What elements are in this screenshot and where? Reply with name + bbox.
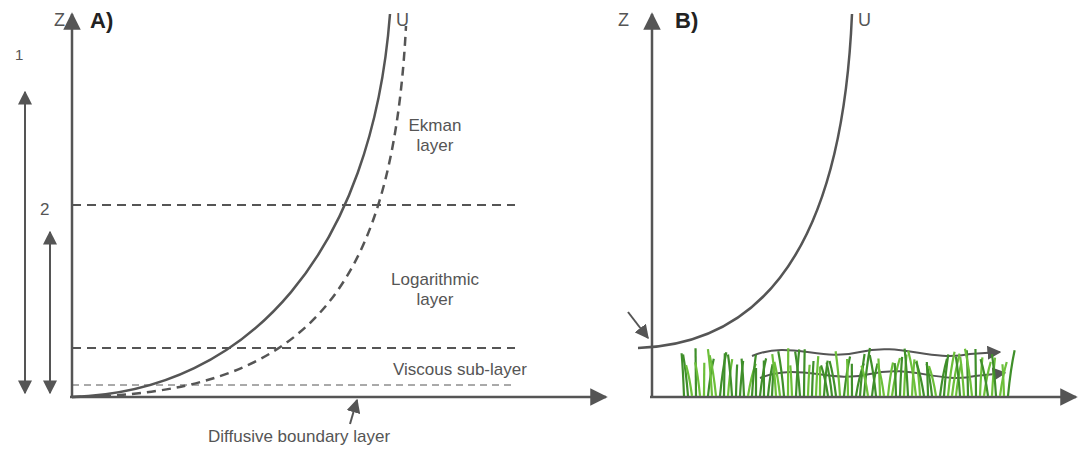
grass-blade <box>774 362 780 396</box>
grass-blade <box>683 354 688 396</box>
callout-number: 2 <box>40 200 60 220</box>
grass-blade <box>778 351 784 396</box>
thickness-arrow <box>49 232 51 393</box>
grass-blade <box>755 368 757 396</box>
grass-blade <box>703 363 705 396</box>
layer-boundary <box>72 204 515 206</box>
axis-label: U <box>396 10 416 32</box>
layer-label: Viscous sub-layer <box>393 360 543 380</box>
pointer-arrow <box>628 312 648 338</box>
grass-blade <box>1008 350 1015 396</box>
grass-blade <box>812 361 814 396</box>
grass-blade <box>870 355 876 396</box>
grass-blade <box>851 364 853 396</box>
thickness-arrow <box>24 92 26 393</box>
grass-blade <box>905 349 908 396</box>
grass-blade <box>760 358 766 396</box>
grass-blade <box>892 358 900 396</box>
axis-label: Z <box>54 10 74 32</box>
grass-blade <box>844 357 850 396</box>
grass-blade <box>929 366 936 396</box>
grass-blade <box>686 365 692 396</box>
grass-blade <box>695 362 700 396</box>
grass-blade <box>723 353 726 396</box>
leader-arrow <box>350 400 357 424</box>
grass-blade <box>846 359 849 396</box>
layer-label: Logarithmic layer <box>375 270 495 311</box>
velocity-profile-dashed <box>72 26 406 397</box>
layer-label: Diffusive boundary layer <box>208 427 428 447</box>
grass-blade <box>752 355 756 396</box>
grass-blade <box>790 365 792 396</box>
axis-label: U <box>858 10 878 32</box>
grass-blade <box>772 354 776 396</box>
z-axis <box>651 14 654 398</box>
grass-blade <box>992 354 996 396</box>
grass-blade <box>808 365 810 396</box>
grass-blade <box>908 351 916 396</box>
grass-blade <box>736 364 737 396</box>
grass-blade <box>878 365 884 396</box>
grass-blade <box>974 349 977 396</box>
grass-blade <box>1002 364 1004 396</box>
grass-blade <box>803 349 806 396</box>
grass-blade <box>787 348 789 396</box>
grass-blade <box>1000 362 1007 396</box>
grass-blade <box>796 349 799 396</box>
grass-blade <box>981 359 988 396</box>
u-axis <box>70 396 606 399</box>
layer-label: Ekman layer <box>395 116 475 157</box>
grass-blade <box>763 360 765 396</box>
grass-blade <box>861 366 868 396</box>
grass-blade <box>965 349 972 396</box>
layer-boundary <box>72 347 515 349</box>
panel-label: B) <box>675 8 715 34</box>
grass-blade <box>816 356 818 396</box>
grass-blade <box>819 366 821 396</box>
velocity-profile <box>638 14 852 348</box>
grass-blade <box>916 362 924 396</box>
grass-blade <box>878 358 880 396</box>
u-axis <box>650 396 1076 399</box>
grass-blade <box>895 363 896 396</box>
axis-label: Z <box>618 10 638 32</box>
grass-blade <box>795 352 800 396</box>
layer-boundary <box>72 385 515 386</box>
grass-blade <box>742 359 744 396</box>
callout-number: 1 <box>15 46 35 64</box>
grass-blade <box>720 352 726 396</box>
grass-blade <box>960 357 964 396</box>
grass-blade <box>728 354 732 396</box>
grass-blade <box>710 355 716 396</box>
seagrass-canopy <box>682 348 1015 396</box>
grass-blade <box>836 351 840 396</box>
grass-blade <box>830 361 836 396</box>
panel-label: A) <box>90 8 130 34</box>
grass-blade <box>821 365 828 396</box>
grass-blade <box>900 357 902 396</box>
grass-blade <box>956 357 960 396</box>
